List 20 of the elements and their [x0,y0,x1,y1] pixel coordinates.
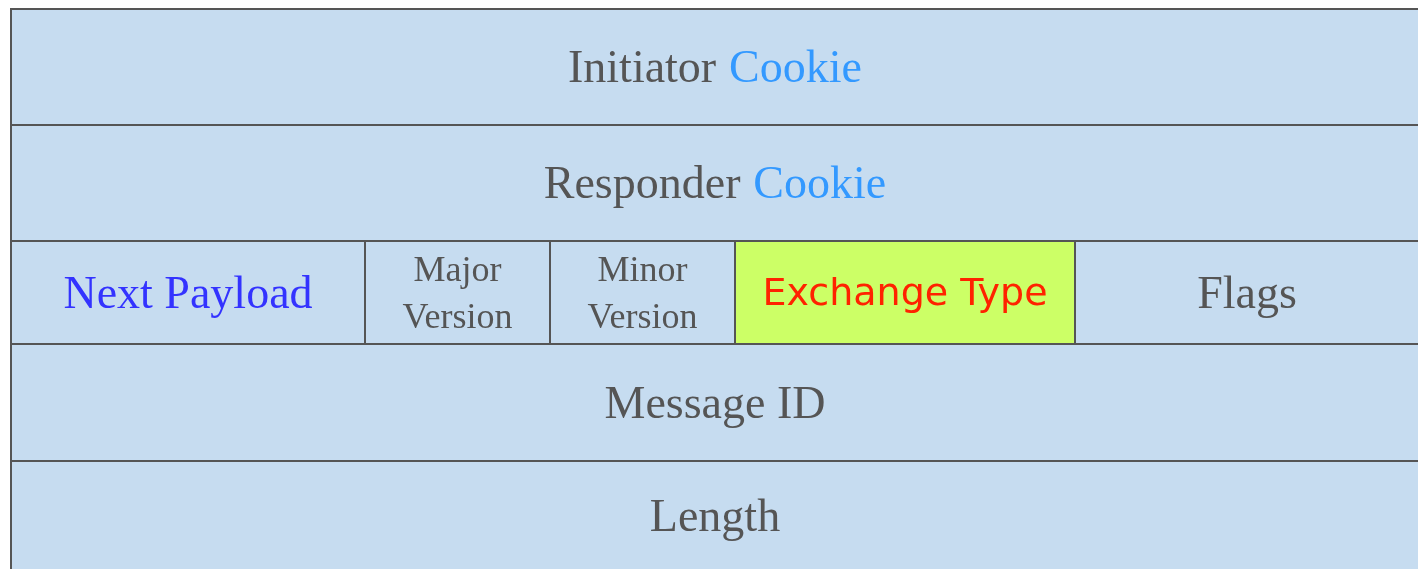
field-label: Flags [1197,265,1297,320]
field-box [10,343,1418,462]
field-label: Cookie [753,156,887,211]
field-box [10,124,1418,242]
field-label: Message ID [604,375,826,430]
field-box [10,460,1418,569]
field-box [10,240,366,345]
field-box [10,8,1418,126]
field-box [734,240,1076,345]
field-label: Length [649,488,781,543]
field-box [1074,240,1418,345]
field-label: Exchange Type [762,268,1048,316]
field-label: Next Payload [63,265,313,320]
field-label: Responder [543,156,741,211]
field-label: Initiator [568,40,717,95]
field-box [549,240,736,345]
field-box [364,240,551,345]
field-label: Minor Version [586,247,699,338]
field-label: Major Version [401,247,514,338]
field-label: Cookie [729,40,862,95]
